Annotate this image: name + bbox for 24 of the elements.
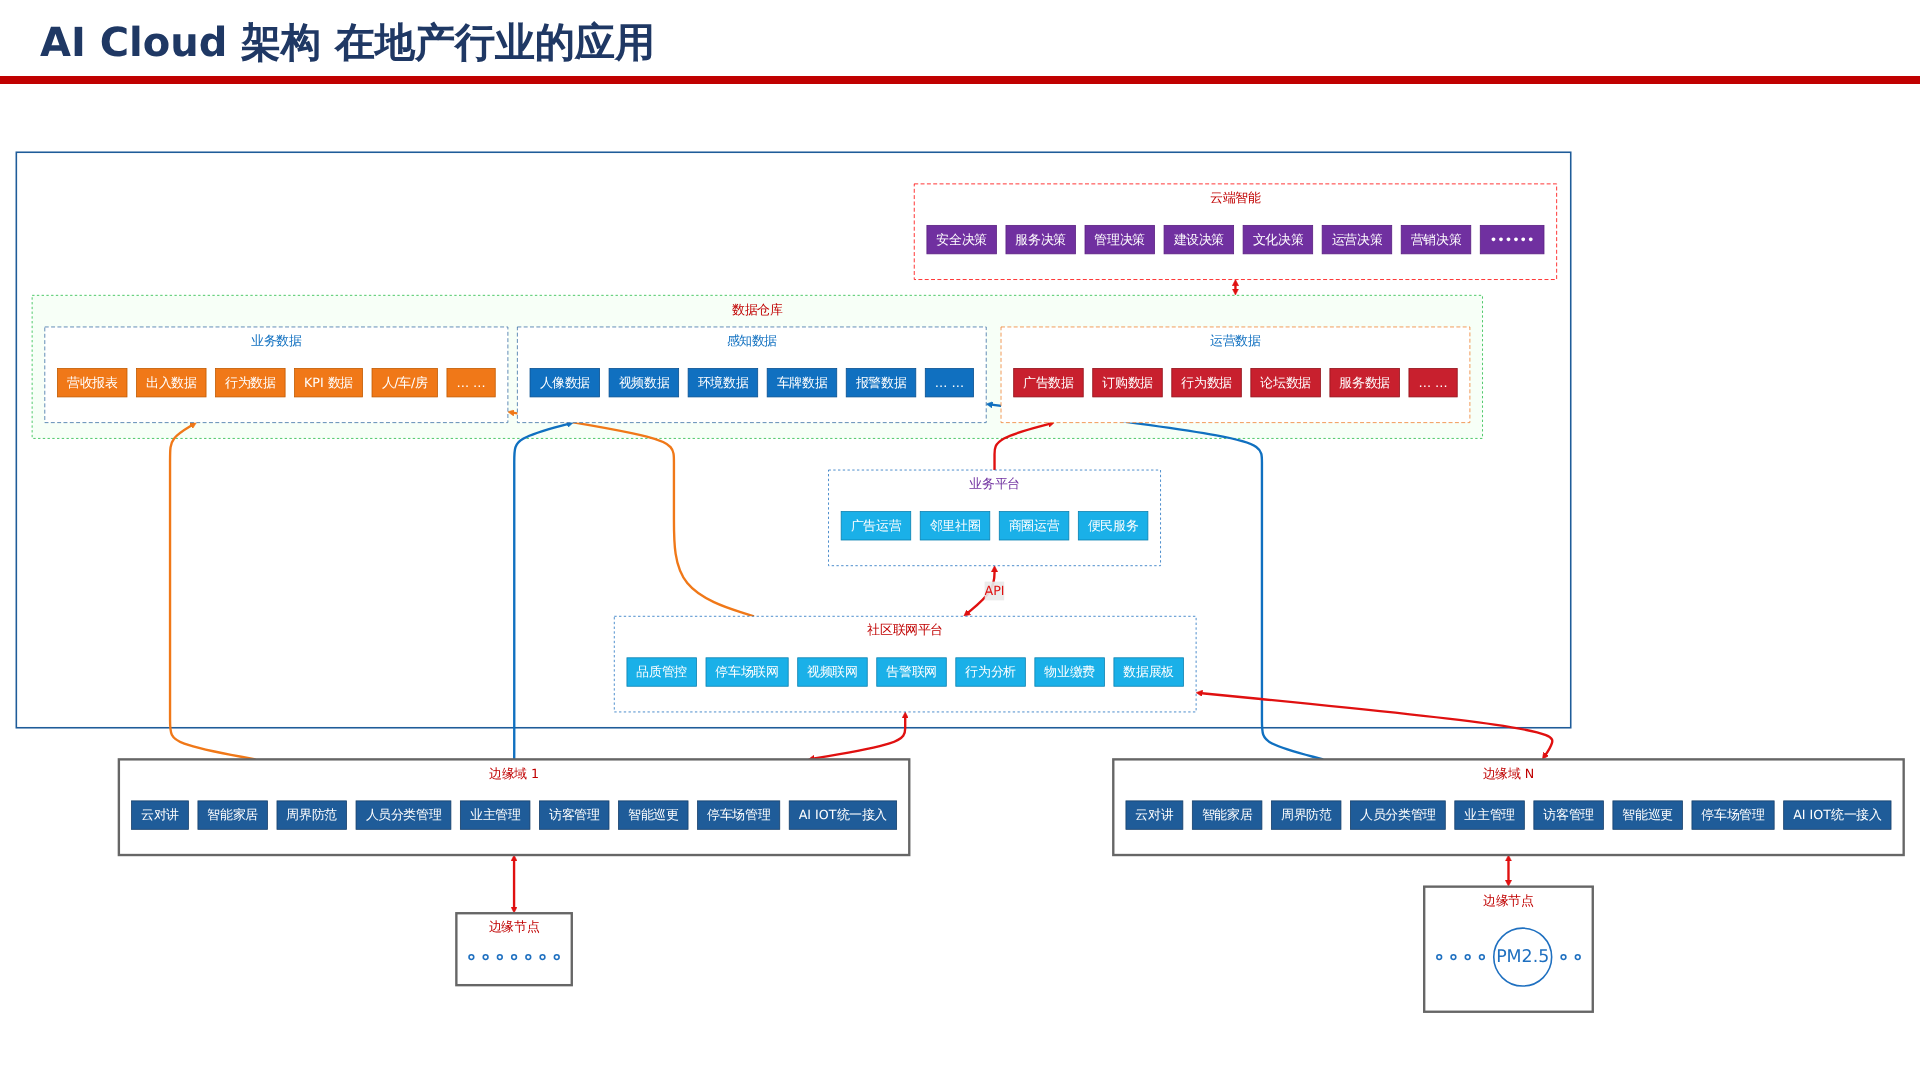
node-circle	[510, 953, 518, 961]
node-circle	[482, 953, 489, 961]
node-circle	[1464, 953, 1471, 961]
node-circle	[1478, 953, 1486, 961]
arrow	[1231, 279, 1239, 296]
arrow	[510, 854, 518, 914]
arrow	[993, 420, 1055, 471]
arrow	[1505, 854, 1512, 887]
node-circle	[1560, 953, 1567, 961]
node-circle	[1574, 953, 1581, 961]
node-circle	[539, 953, 546, 961]
node-circle: PM2.5	[1492, 927, 1553, 987]
arrow	[1195, 689, 1554, 760]
node-circle	[468, 953, 475, 961]
node-circle	[525, 953, 532, 961]
title: AI Cloud 架构 在地产行业的应用	[40, 16, 656, 70]
node-circle	[496, 953, 503, 961]
node-circle	[1436, 953, 1443, 961]
node-circle	[1450, 953, 1457, 961]
arrow	[808, 711, 909, 762]
arrow	[963, 565, 998, 617]
arrow	[513, 420, 574, 760]
cluster	[15, 151, 1572, 729]
node-circle	[553, 953, 560, 961]
